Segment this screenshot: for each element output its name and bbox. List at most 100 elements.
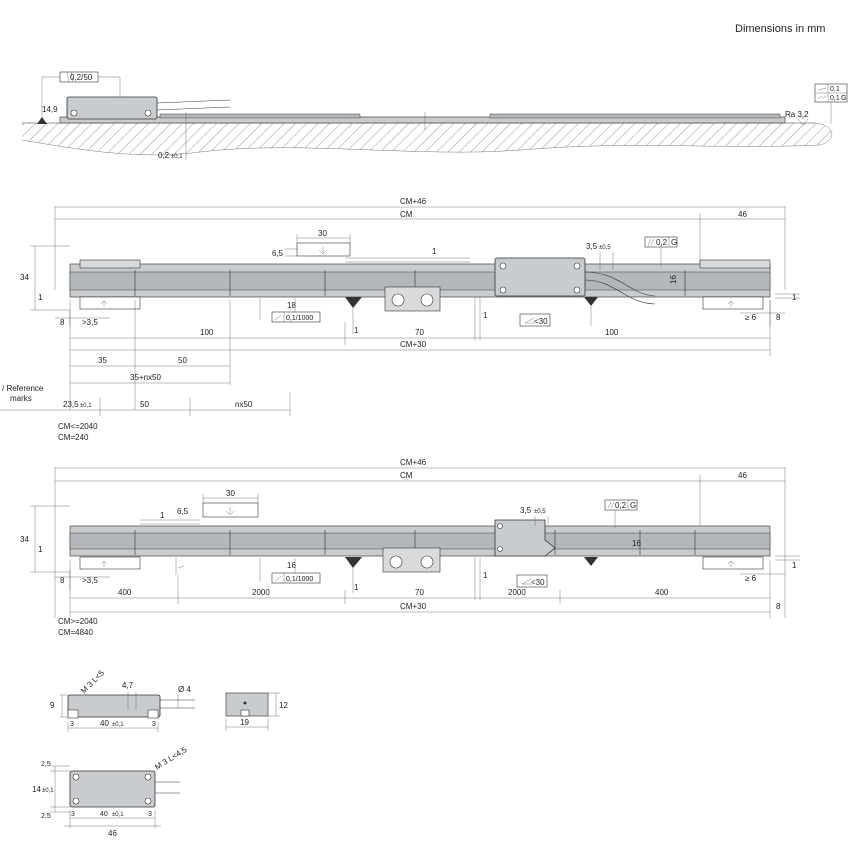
v1-ref-circle-1 bbox=[391, 293, 405, 307]
dt-46: 46 bbox=[108, 829, 117, 838]
dt-head-body bbox=[69, 770, 156, 808]
v1-cm-plus-46: CM+46 bbox=[400, 197, 427, 206]
v2-cm-plus-30: CM+30 bbox=[400, 602, 427, 611]
v2-cm-range-1: CM>=2040 bbox=[58, 617, 98, 626]
v1-6-5: 6,5 bbox=[272, 249, 284, 258]
v1-up-arrow-icon-right bbox=[727, 300, 735, 307]
v2-tol-frame-grid bbox=[607, 500, 629, 510]
df-foot-right bbox=[147, 709, 159, 719]
v2-down-arrow-icon bbox=[225, 507, 235, 516]
v1-ref-marks-2: marks bbox=[10, 394, 32, 403]
v2-400-left: 400 bbox=[118, 588, 132, 597]
v2-top-ext bbox=[140, 519, 200, 525]
v2-16-right: 16 bbox=[632, 539, 641, 548]
dt-screw-4 bbox=[144, 797, 152, 805]
v1-35: 35 bbox=[98, 356, 107, 365]
dt-thread: M 3 L<4,5 bbox=[153, 745, 189, 772]
v2-segment-lines bbox=[134, 530, 696, 555]
v1-35-nx50: 35+nx50 bbox=[130, 373, 161, 382]
v1-angle-symbol bbox=[524, 317, 535, 324]
v1-16: 16 bbox=[669, 275, 678, 284]
dt-dim-left bbox=[50, 765, 70, 813]
v1-ref-circle-2 bbox=[420, 293, 434, 307]
v1-flat-frame bbox=[271, 311, 321, 323]
units-note: Dimensions in mm bbox=[735, 23, 825, 35]
v1-mid-ext bbox=[474, 297, 481, 340]
v1-angle: <30 bbox=[534, 317, 548, 326]
detail-head-top: M 3 L<4,5 2,5 14 ±0,1 2,5 40 ±0,1 3 3 46 bbox=[32, 745, 189, 838]
v1-46: 46 bbox=[738, 210, 747, 219]
v2-gt-3-5: >3,5 bbox=[82, 576, 98, 585]
dt-40: 40 bbox=[100, 811, 108, 818]
v1-3-5: 3,5 bbox=[586, 242, 598, 251]
v1-8-right: 8 bbox=[776, 313, 781, 322]
v1-50-ref: 50 bbox=[140, 400, 149, 409]
dt-3b: 3 bbox=[148, 811, 152, 818]
df-dia: Ø 4 bbox=[178, 685, 191, 694]
v2-8-right: 8 bbox=[776, 602, 781, 611]
v1-1-left: 1 bbox=[38, 293, 43, 302]
v2-dim-row-1 bbox=[70, 575, 770, 604]
v1-ref-marker-2 bbox=[584, 297, 598, 306]
v2-16-mid: 16 bbox=[287, 561, 296, 570]
df-thread: M 3 L<5 bbox=[79, 668, 106, 695]
v2-top-box bbox=[202, 502, 259, 518]
gap-value: 0,2 bbox=[158, 151, 170, 160]
v2-head-screw-2 bbox=[497, 546, 503, 552]
v2-ref-marker-2 bbox=[584, 557, 598, 566]
side-reading-head bbox=[66, 96, 158, 120]
v2-dim-34 bbox=[30, 505, 70, 573]
v1-bottom-block-left bbox=[79, 296, 141, 310]
v2-30: 30 bbox=[226, 489, 235, 498]
v2-up-arrow-icon-right bbox=[727, 560, 735, 567]
height-14-9: 14,9 bbox=[42, 105, 58, 114]
flatness-value-1: 0,1 bbox=[830, 86, 840, 93]
df-foot-left bbox=[67, 709, 79, 719]
roughness-label: Ra 3,2 bbox=[785, 110, 809, 119]
v1-head-screw-1 bbox=[499, 262, 507, 270]
v2-flat-frame bbox=[271, 572, 321, 584]
v1-cm-plus-30: CM+30 bbox=[400, 340, 427, 349]
v2-70: 70 bbox=[415, 588, 424, 597]
v2-ge-6: ≥ 6 bbox=[745, 574, 757, 583]
v1-tol-0-5: ±0,5 bbox=[599, 245, 611, 251]
flatness-symbol bbox=[817, 87, 827, 91]
gap-tol: ±0,1 bbox=[171, 154, 183, 160]
v1-1-ext bbox=[345, 257, 470, 263]
side-scale-step bbox=[159, 113, 361, 119]
v1-100-right: 100 bbox=[605, 328, 619, 337]
v2-ref-marker-1 bbox=[345, 557, 362, 568]
dt-tol-0-1b: ±0,1 bbox=[112, 812, 124, 818]
flatness-frame-grid bbox=[815, 84, 847, 102]
view-long-scale: CM+46 CM 46 30 1 6,5 3,5 ±0,5 0,2 G 34 bbox=[20, 458, 800, 637]
dt-14: 14 bbox=[32, 785, 41, 794]
v2-1-mid: 1 bbox=[483, 571, 488, 580]
v2-tol-value: 0,2 bbox=[615, 501, 627, 510]
df-head-body bbox=[67, 694, 161, 718]
v2-marker-small bbox=[175, 557, 185, 575]
v2-scale-groove bbox=[69, 532, 771, 550]
v1-head-screw-3 bbox=[499, 286, 507, 294]
df-40: 40 bbox=[100, 719, 109, 728]
dt-2-5b: 2,5 bbox=[41, 813, 51, 820]
df-4-7: 4,7 bbox=[122, 681, 134, 690]
side-cable bbox=[156, 99, 231, 111]
v2-2000-left: 2000 bbox=[252, 588, 270, 597]
df-dim-40 bbox=[67, 722, 159, 732]
v1-1-bottom: 1 bbox=[354, 326, 359, 335]
dt-tol-0-1: ±0,1 bbox=[42, 788, 54, 794]
side-view: 0,2/50 14,9 0,2 ±0,1 Ra 3,2 0,1 0,1 G bbox=[21, 71, 848, 160]
v1-50: 50 bbox=[178, 356, 187, 365]
v1-6-5-ext bbox=[285, 248, 297, 257]
de-slot bbox=[240, 709, 250, 717]
v1-gt-3-5: >3,5 bbox=[82, 318, 98, 327]
v1-ge-6: ≥ 6 bbox=[745, 313, 757, 322]
detail-end-view: 12 19 bbox=[225, 692, 288, 731]
de-hole bbox=[243, 701, 247, 705]
v1-dim-cm bbox=[55, 213, 785, 265]
v2-bottom-block-left bbox=[79, 556, 141, 570]
v1-3-5-ext bbox=[599, 252, 614, 270]
dt-screw-1 bbox=[72, 773, 80, 781]
dt-cable bbox=[155, 781, 180, 794]
dt-dim-bottom bbox=[64, 810, 161, 828]
